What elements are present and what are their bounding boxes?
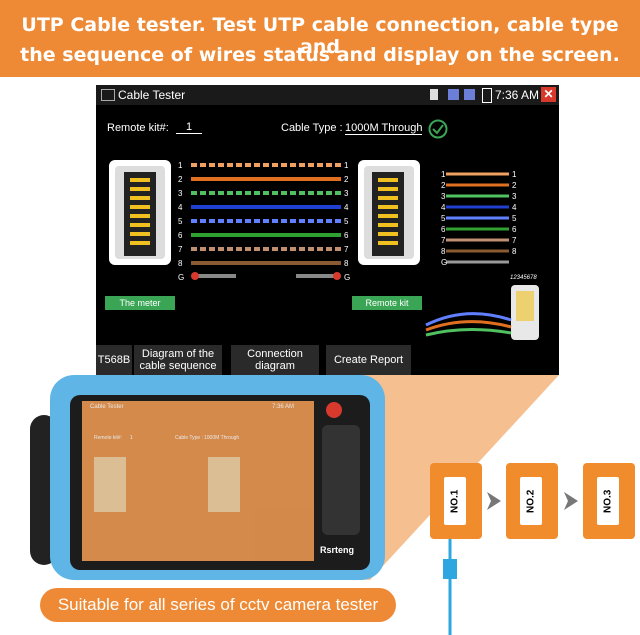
connection-line1: Connection <box>247 348 303 360</box>
check-icon <box>428 119 448 139</box>
pin-label: 3 <box>344 189 349 198</box>
remote-module-2: NO.2 <box>506 463 558 539</box>
pin-label: 2 <box>178 175 183 184</box>
connection-line2: diagram <box>255 360 295 372</box>
mini-remote-value: 1 <box>130 435 133 441</box>
ground-fault-left <box>191 272 199 280</box>
pin-label: G <box>178 273 185 282</box>
legend-numbers-left: 1 2 3 4 5 6 7 8 G <box>441 169 447 268</box>
pin-label: 5 <box>344 217 349 226</box>
pin-label: 5 <box>178 217 183 226</box>
header-banner: UTP Cable tester. Test UTP cable connect… <box>0 0 640 77</box>
remote-kit-label: Remote kit#: <box>107 122 169 134</box>
pin-label: 4 <box>512 203 517 212</box>
mini-title: Cable Tester <box>90 404 124 410</box>
pin-label: 7 <box>178 245 183 254</box>
pin-label: 1 <box>344 161 349 170</box>
close-icon[interactable]: ✕ <box>541 87 556 102</box>
pin-label: 5 <box>441 214 446 223</box>
cable-sequence-line2: cable sequence <box>139 360 217 372</box>
pin-label: 2 <box>344 175 349 184</box>
network-icon-2 <box>464 89 475 100</box>
banner-line-2: the sequence of wires status and display… <box>20 44 620 66</box>
footer-caption: Suitable for all series of cctv camera t… <box>40 588 396 622</box>
pin-label: 7 <box>344 245 349 254</box>
pin-label: G <box>441 258 448 267</box>
pin-label: 1 <box>512 170 517 179</box>
pin-label: 6 <box>512 225 517 234</box>
banner-line-1: UTP Cable tester. Test UTP cable connect… <box>21 14 619 58</box>
device-screen: Cable Tester 7:36 AM Remote kit#: 1 Cabl… <box>82 401 314 561</box>
cable-sequence-button[interactable]: Diagram of the cable sequence <box>134 345 222 375</box>
legend-numbers-right: 1 2 3 4 5 6 7 8 <box>512 169 516 257</box>
pin-label: 8 <box>344 259 349 268</box>
pin-label: G <box>344 273 351 282</box>
pin-label: 6 <box>344 231 349 240</box>
module-label: NO.3 <box>597 477 619 525</box>
meter-label: The meter <box>105 296 175 310</box>
sd-card-icon <box>430 89 438 100</box>
ground-fault-right <box>333 272 341 280</box>
pin-label: 6 <box>441 225 446 234</box>
left-connector <box>109 160 171 265</box>
pin-label: 8 <box>178 259 183 268</box>
mini-remote-label: Remote kit#: <box>94 435 123 441</box>
pin-label: 8 <box>441 247 446 256</box>
pin-label: 1 <box>441 170 446 179</box>
create-report-button[interactable]: Create Report <box>326 345 411 375</box>
arrow-right-icon <box>564 492 578 510</box>
brand-logo: Rsrteng <box>320 545 355 555</box>
pin-label: 2 <box>512 181 517 190</box>
pin-label: 3 <box>512 192 517 201</box>
pin-label: 4 <box>178 203 183 212</box>
title-bar: Cable Tester 7:36 AM ✕ <box>96 85 559 105</box>
cable-type-value: 1000M Through <box>345 122 423 135</box>
pin-labels-left: 1 2 3 4 5 6 7 8 G <box>178 159 184 285</box>
remote-module-3: NO.3 <box>583 463 635 539</box>
pin-label: 1 <box>178 161 183 170</box>
pin-label: 6 <box>178 231 183 240</box>
wire-set <box>191 163 341 278</box>
cable-sequence-line1: Diagram of the <box>141 348 215 360</box>
mini-cable-label: Cable Type : <box>175 435 203 441</box>
app-icon <box>101 89 115 101</box>
mini-right-connector <box>208 457 240 512</box>
remote-kit-value[interactable]: 1 <box>176 121 202 134</box>
connection-diagram-button[interactable]: Connection diagram <box>231 345 319 375</box>
remote-kit-tag: Remote kit <box>352 296 422 310</box>
patch-cable <box>443 539 457 635</box>
remote-module-1: NO.1 <box>430 463 482 539</box>
tester-screen: Cable Tester 7:36 AM ✕ Remote kit#: 1 Ca… <box>96 85 559 375</box>
pin-label: 7 <box>512 236 517 245</box>
power-button[interactable] <box>326 402 342 418</box>
arrow-right-icon <box>487 492 501 510</box>
pin-label: 3 <box>441 192 446 201</box>
battery-icon <box>482 88 492 103</box>
cable-type-label: Cable Type : <box>281 122 343 134</box>
pin-label: 5 <box>512 214 517 223</box>
keypad[interactable] <box>322 425 360 535</box>
right-connector <box>358 160 420 265</box>
window-title: Cable Tester <box>118 88 186 102</box>
wiring-diagram <box>109 160 539 340</box>
mini-left-connector <box>94 457 126 512</box>
module-label: NO.2 <box>520 477 542 525</box>
pin-label: 4 <box>441 203 446 212</box>
network-icon <box>448 89 459 100</box>
pin-label: 7 <box>441 236 446 245</box>
pin-label: 2 <box>441 181 446 190</box>
wire-legend <box>446 172 509 264</box>
plug-pin-caption: 12345678 <box>510 275 537 281</box>
pin-label: 4 <box>344 203 349 212</box>
mini-cable-value: 1000M Through <box>204 435 240 441</box>
mini-time: 7:36 AM <box>272 404 295 410</box>
rj45-plug-illustration <box>425 285 539 340</box>
module-label: NO.1 <box>444 477 466 525</box>
tester-device: Cable Tester 7:36 AM Remote kit#: 1 Cabl… <box>30 375 385 585</box>
pin-labels-right: 1 2 3 4 5 6 7 8 G <box>344 159 350 285</box>
t568b-button[interactable]: T568B <box>96 345 132 375</box>
pin-label: 8 <box>512 247 517 256</box>
pin-label: 3 <box>178 189 183 198</box>
clock-text: 7:36 AM <box>495 88 540 102</box>
